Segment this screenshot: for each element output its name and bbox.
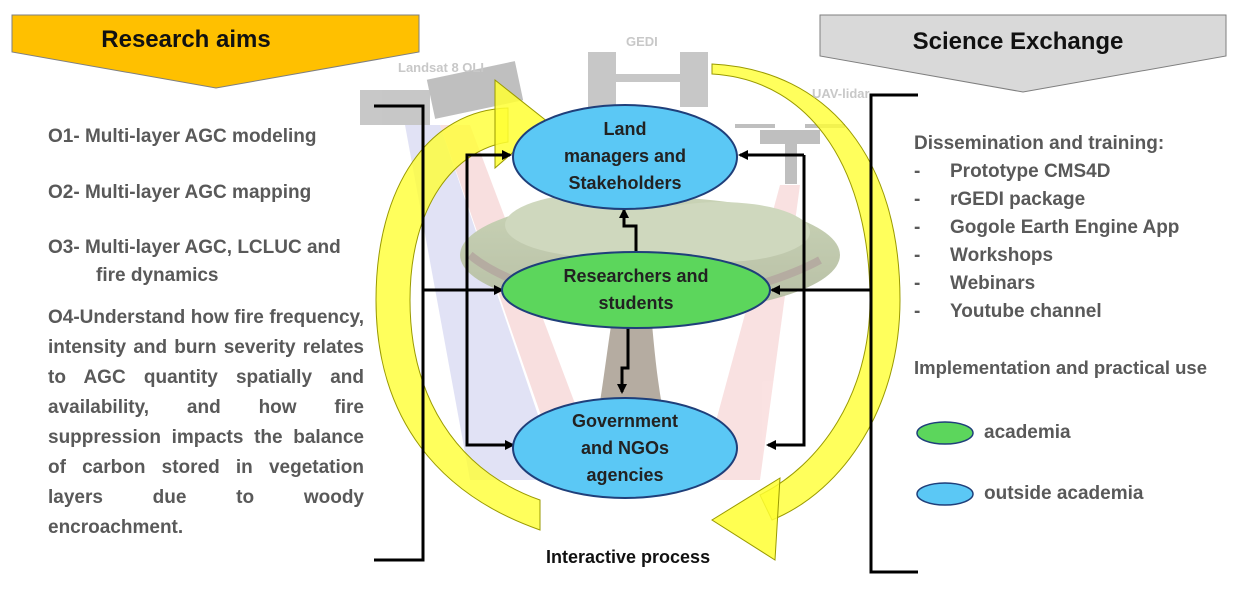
researchers-line1: Researchers and (563, 266, 709, 286)
gedi-station (588, 52, 708, 107)
aim-o3-line1: O3- Multi-layer AGC, LCLUC and (48, 237, 341, 258)
government-line2: and NGOs (580, 438, 669, 458)
science-exchange-banner (819, 14, 1227, 93)
researchers-label: Researchers and students (516, 263, 756, 317)
dash-1: - (914, 161, 921, 182)
government-line1: Government (571, 411, 679, 431)
item-webinars: Webinars (950, 273, 1036, 294)
land-managers-line3: Stakeholders (568, 173, 682, 193)
aim-o1: O1- Multi-layer AGC modeling (48, 126, 317, 147)
government-line3: agencies (586, 465, 664, 485)
right-bracket (869, 93, 918, 574)
uav-label: UAV-lidar (812, 86, 870, 101)
item-earth-engine: Gogole Earth Engine App (950, 217, 1180, 238)
item-rgedi: rGEDI package (950, 189, 1086, 210)
land-managers-line2: managers and (563, 146, 687, 166)
interactive-process-caption: Interactive process (546, 547, 711, 567)
aim-o3-line2: fire dynamics (96, 265, 219, 286)
aim-o2: O2- Multi-layer AGC mapping (48, 182, 312, 203)
dash-6: - (914, 301, 921, 322)
researchers-line2: students (598, 293, 674, 313)
landsat-label: Landsat 8 OLI (398, 60, 484, 75)
item-workshops: Workshops (950, 245, 1054, 266)
left-bracket (374, 104, 425, 562)
land-managers-label: Land managers and Stakeholders (525, 116, 725, 197)
dash-2: - (914, 189, 921, 210)
cycle-arrow-left (375, 107, 541, 531)
landsat-beam (405, 125, 560, 480)
implementation-heading: Implementation and practical use (914, 357, 1207, 378)
government-node (512, 397, 738, 499)
dash-4: - (914, 245, 921, 266)
government-label: Government and NGOs agencies (525, 408, 725, 489)
dash-3: - (914, 217, 921, 238)
dash-5: - (914, 273, 921, 294)
gedi-label: GEDI (626, 34, 658, 49)
legend-academia-label: academia (984, 422, 1071, 443)
aim-o4: O4-Understand how fire frequency, intens… (48, 307, 364, 538)
connectors (423, 150, 871, 450)
cycle-arrowhead-bottom (711, 477, 781, 561)
researchers-node (501, 251, 771, 329)
research-aims-banner (11, 14, 420, 89)
research-aims-title: Research aims (101, 26, 271, 53)
science-exchange-title: Science Exchange (912, 28, 1124, 55)
land-managers-line1: Land (603, 119, 647, 139)
land-managers-node (512, 104, 738, 210)
item-youtube: Youtube channel (950, 301, 1102, 322)
dissemination-heading: Dissemination and training: (914, 133, 1165, 154)
legend-outside-academia-swatch (916, 482, 974, 506)
legend-academia-swatch (916, 421, 974, 445)
legend-outside-academia-label: outside academia (984, 483, 1144, 504)
item-prototype: Prototype CMS4D (950, 161, 1111, 182)
